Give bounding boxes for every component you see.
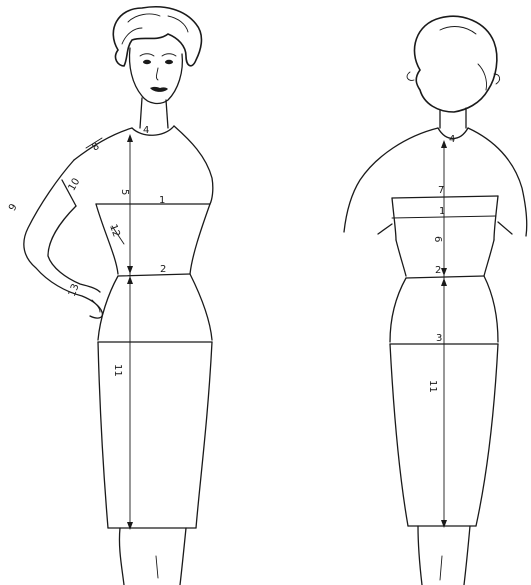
front-face — [130, 48, 183, 103]
back-figure: 4 7 1 6 2 3 11 — [344, 16, 527, 585]
front-label-10: 10 — [67, 176, 83, 193]
front-label-2: 2 — [160, 264, 166, 275]
front-right-eye — [165, 60, 173, 64]
back-label-2: 2 — [435, 265, 441, 276]
front-left-eye — [143, 60, 151, 64]
front-lips — [150, 87, 168, 92]
front-label-12: 12 — [107, 223, 122, 239]
back-label-11: 11 — [427, 380, 438, 393]
back-label-4: 4 — [449, 134, 455, 145]
front-label-1: 1 — [159, 195, 165, 206]
front-label-9: 9 — [7, 202, 20, 213]
front-figure: 4 8 9 10 1 5 12 2 13 11 — [7, 7, 213, 585]
back-label-7: 7 — [438, 185, 444, 196]
back-hair — [414, 16, 496, 112]
front-label-4: 4 — [143, 125, 149, 136]
back-label-1: 1 — [439, 206, 445, 217]
front-label-5: 5 — [119, 189, 130, 195]
front-label-11: 11 — [112, 364, 123, 377]
back-label-3: 3 — [436, 333, 442, 344]
front-arm — [24, 160, 103, 318]
back-label-6: 6 — [432, 236, 443, 242]
